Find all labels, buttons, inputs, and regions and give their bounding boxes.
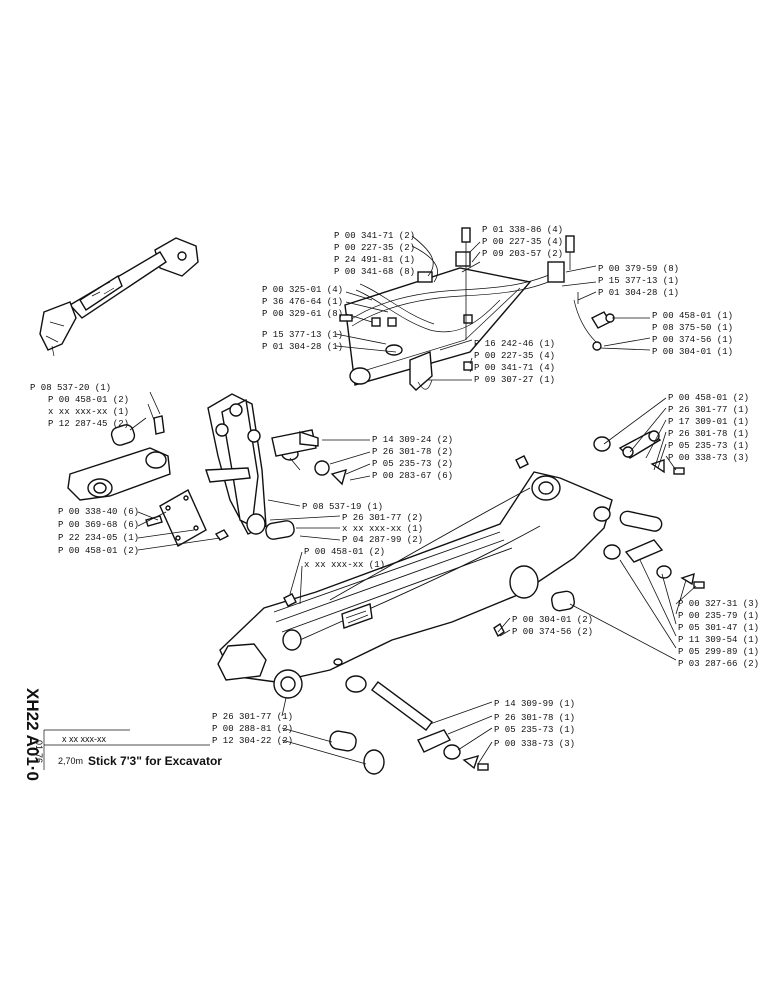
callout: P 05 301-47 (1) (678, 623, 759, 633)
callout: P 26 301-77 (2) (342, 513, 423, 523)
callout: P 00 379-59 (8) (598, 264, 679, 274)
callout: x xx xxx-xx (1) (342, 524, 423, 534)
callout: P 00 304-01 (1) (652, 347, 733, 357)
callout: P 22 234-05 (1) (58, 533, 139, 543)
callout: P 08 537-20 (1) (30, 383, 111, 393)
leader-lines (129, 235, 697, 765)
callout: P 05 299-89 (1) (678, 647, 759, 657)
callouts-hyd-right-top: P 00 379-59 (8) P 15 377-13 (1) P 01 304… (598, 264, 679, 298)
drawing-code: XH22 A01·0 (23, 688, 42, 781)
callout: P 05 235-73 (1) (668, 441, 749, 451)
callout: P 05 235-73 (2) (372, 459, 453, 469)
callout: x xx xxx-xx (1) (48, 407, 129, 417)
callout: P 11 309-54 (1) (678, 635, 759, 645)
callouts-bottom-left: P 26 301-77 (1) P 00 288-81 (2) P 12 304… (212, 712, 293, 746)
callout: P 00 369-68 (6) (58, 520, 139, 530)
bucket-linkage (205, 393, 348, 540)
callout: P 09 203-57 (2) (482, 249, 563, 259)
callout: P 03 287-66 (2) (678, 659, 759, 669)
callout: P 05 235-73 (1) (494, 725, 575, 735)
callout: P 00 341-71 (2) (334, 231, 415, 241)
callout: P 14 309-24 (2) (372, 435, 453, 445)
drawing-mask: x xx xxx-xx (62, 734, 106, 744)
callout: P 00 235-79 (1) (678, 611, 759, 621)
callout: P 08 375-50 (1) (652, 323, 733, 333)
callouts-hyd-bottom: P 16 242-46 (1) P 00 227-35 (4) P 00 341… (474, 339, 555, 385)
callout: P 00 325-01 (4) (262, 285, 343, 295)
drawing-scale-note: 2,70m (58, 756, 83, 766)
callouts-plate-left: P 00 338-40 (6) P 00 369-68 (6) P 22 234… (58, 507, 139, 556)
hydraulic-line-group (339, 227, 615, 391)
callouts-link-left: P 08 537-20 (1) P 00 458-01 (2) x xx xxx… (30, 383, 129, 429)
callout: P 26 301-77 (1) (212, 712, 293, 722)
callouts-center-low: P 00 304-01 (2) P 00 374-56 (2) (512, 615, 593, 637)
callouts-hyd-center: P 01 338-86 (4) P 00 227-35 (4) P 09 203… (482, 225, 563, 259)
callout: P 17 309-01 (1) (668, 417, 749, 427)
callout: P 00 341-71 (4) (474, 363, 555, 373)
callouts-link-mid: P 14 309-24 (2) P 26 301-78 (2) P 05 235… (372, 435, 453, 481)
callout: P 24 491-81 (1) (334, 255, 415, 265)
callout: P 00 458-01 (2) (58, 546, 139, 556)
callout: P 01 338-86 (4) (482, 225, 563, 235)
callout: P 00 341-68 (8) (334, 267, 415, 277)
callout: P 00 338-40 (6) (58, 507, 139, 517)
cover-plate (145, 489, 230, 547)
callout: P 00 227-35 (4) (482, 237, 563, 247)
callout: P 04 287-99 (2) (342, 535, 423, 545)
callout: P 00 338-73 (3) (494, 739, 575, 749)
main-stick (217, 455, 613, 699)
drawing-date: 01-76 (34, 740, 44, 763)
callout: P 09 307-27 (1) (474, 375, 555, 385)
callouts-right-top: P 00 458-01 (2) P 26 301-77 (1) P 17 309… (668, 393, 749, 463)
callout: P 00 458-01 (2) (48, 395, 129, 405)
callout: P 26 301-78 (1) (668, 429, 749, 439)
callouts-hyd-left: P 00 341-71 (2) P 00 227-35 (2) P 24 491… (262, 231, 415, 352)
drawing-title: Stick 7'3" for Excavator (88, 754, 222, 768)
callout: P 00 338-73 (3) (668, 453, 749, 463)
callout: P 00 458-01 (2) (304, 547, 385, 557)
callout: P 01 304-28 (1) (262, 342, 343, 352)
callout: P 00 374-56 (1) (652, 335, 733, 345)
callout: P 08 537-19 (1) (302, 502, 383, 512)
callout: P 00 458-01 (1) (652, 311, 733, 321)
callout: P 26 301-77 (1) (668, 405, 749, 415)
callouts-bottom-right: P 14 309-99 (1) P 26 301-78 (1) P 05 235… (494, 699, 575, 749)
callouts-right-low: P 00 327-31 (3) P 00 235-79 (1) P 05 301… (678, 599, 759, 669)
callout: P 12 287-45 (2) (48, 419, 129, 429)
callout: P 15 377-13 (1) (262, 330, 343, 340)
callout: P 14 309-99 (1) (494, 699, 575, 709)
callout: P 00 458-01 (2) (668, 393, 749, 403)
callouts-stick-center: P 00 458-01 (2) x xx xxx-xx (1) (304, 547, 385, 570)
callouts-link-mid-low: P 08 537-19 (1) P 26 301-77 (2) x xx xxx… (302, 502, 423, 545)
callout: P 00 227-35 (2) (334, 243, 415, 253)
callout: P 26 301-78 (2) (372, 447, 453, 457)
callouts-hyd-right-mid: P 00 458-01 (1) P 08 375-50 (1) P 00 374… (652, 311, 733, 357)
callout: P 00 227-35 (4) (474, 351, 555, 361)
link-arm-left (67, 415, 171, 501)
callout: P 00 283-67 (6) (372, 471, 453, 481)
excavator-thumbnail (39, 237, 199, 357)
callout: P 00 329-61 (8) (262, 309, 343, 319)
callout: P 26 301-78 (1) (494, 713, 575, 723)
callout: P 00 288-81 (2) (212, 724, 293, 734)
callout: P 12 304-22 (2) (212, 736, 293, 746)
callout: P 15 377-13 (1) (598, 276, 679, 286)
callout: P 00 304-01 (2) (512, 615, 593, 625)
callout: P 01 304-28 (1) (598, 288, 679, 298)
callout: P 00 374-56 (2) (512, 627, 593, 637)
callout: P 36 476-64 (1) (262, 297, 343, 307)
bottom-pins (329, 622, 505, 775)
callout: P 16 242-46 (1) (474, 339, 555, 349)
right-pins (551, 430, 705, 612)
title-block: XH22 A01·0 01-76 x xx xxx-xx 2,70m Stick… (23, 688, 222, 781)
callout: P 00 327-31 (3) (678, 599, 759, 609)
callout: x xx xxx-xx (1) (304, 560, 385, 570)
